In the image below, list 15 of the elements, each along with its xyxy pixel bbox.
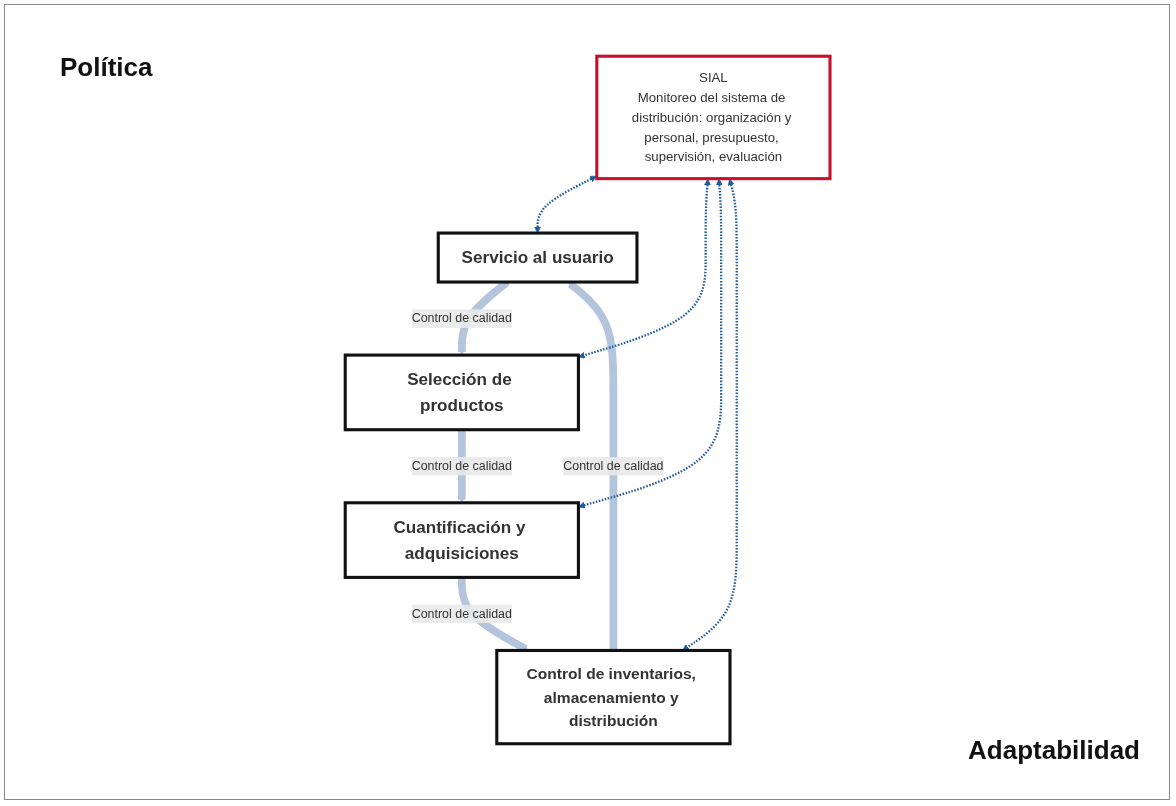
corner-label: Adaptabilidad — [968, 735, 1140, 766]
arrow — [578, 178, 724, 509]
corner-label: Política — [60, 52, 153, 83]
edge-label: Control de calidad — [412, 606, 513, 621]
arrow — [682, 178, 739, 651]
node-box: Control de inventarios, almacenamiento y distribución — [495, 648, 732, 746]
node-box: SIAL Monitoreo del sistema de distribución: organización y personal, presupuesto, supervisión, evaluación — [595, 54, 832, 181]
edge-label: Control de calidad — [412, 459, 513, 473]
node-box: Servicio al usuario — [437, 231, 639, 284]
edge-label: Control de calidad — [412, 311, 513, 325]
arrow — [578, 178, 712, 359]
node-box: Cuantificación y adquisiciones — [344, 501, 581, 579]
node-box: Selección de productos — [344, 353, 581, 432]
edge-label: Control de calidad — [563, 459, 664, 473]
arrow — [534, 175, 598, 234]
